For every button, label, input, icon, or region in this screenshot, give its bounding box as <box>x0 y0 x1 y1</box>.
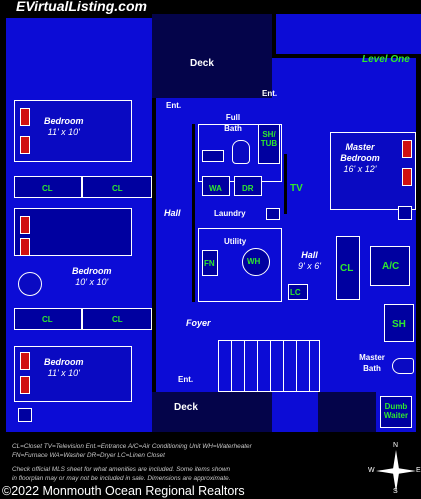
tv-label: TV <box>290 183 303 194</box>
compass-icon: N S W E <box>368 442 421 495</box>
site-watermark: EVirtualListing.com <box>16 0 147 14</box>
ac-unit: A/C <box>382 261 400 272</box>
dryer: DR <box>242 184 254 193</box>
deck-bottom-label: Deck <box>174 402 198 413</box>
utility-label: Utility <box>224 237 247 246</box>
closet-2: CL <box>112 184 123 193</box>
level-label: Level One <box>362 54 410 65</box>
deck-bottom <box>152 392 272 432</box>
copyright-footer: ©2022 Monmouth Ocean Regional Realtors <box>2 484 245 498</box>
bedroom-3 <box>14 346 132 402</box>
closet-3: CL <box>42 315 53 324</box>
washer: WA <box>209 184 222 193</box>
entrance-top: Ent. <box>166 101 182 110</box>
deck-top-label: Deck <box>190 58 214 69</box>
linen-closet: LC <box>290 288 301 297</box>
master-shower: SH <box>392 319 406 330</box>
water-heater: WH <box>247 257 261 266</box>
laundry-label: Laundry <box>214 209 246 218</box>
deck-bottom-right <box>318 392 376 432</box>
legend: CL=Closet TV=Television Ent.=Entrance A/… <box>12 443 252 482</box>
stairs <box>218 340 320 392</box>
master-bedroom <box>330 132 416 210</box>
bedroom-1 <box>14 100 132 162</box>
entrance-right: Ent. <box>262 89 278 98</box>
closet-1: CL <box>42 184 53 193</box>
full-bath-label: Full Bath <box>224 113 242 133</box>
foyer-label: Foyer <box>186 318 211 328</box>
closet-4: CL <box>112 315 123 324</box>
entrance-bottom: Ent. <box>178 375 194 384</box>
master-bath-label: Master Bath <box>359 353 385 373</box>
deck-top <box>152 14 272 98</box>
closet-right: CL <box>340 263 354 274</box>
hall-left-label: Hall <box>164 208 181 218</box>
shower-tub: SH/ TUB <box>260 130 278 148</box>
dumb-waiter: Dumb Waiter <box>383 402 409 420</box>
furnace: FN <box>204 259 215 268</box>
